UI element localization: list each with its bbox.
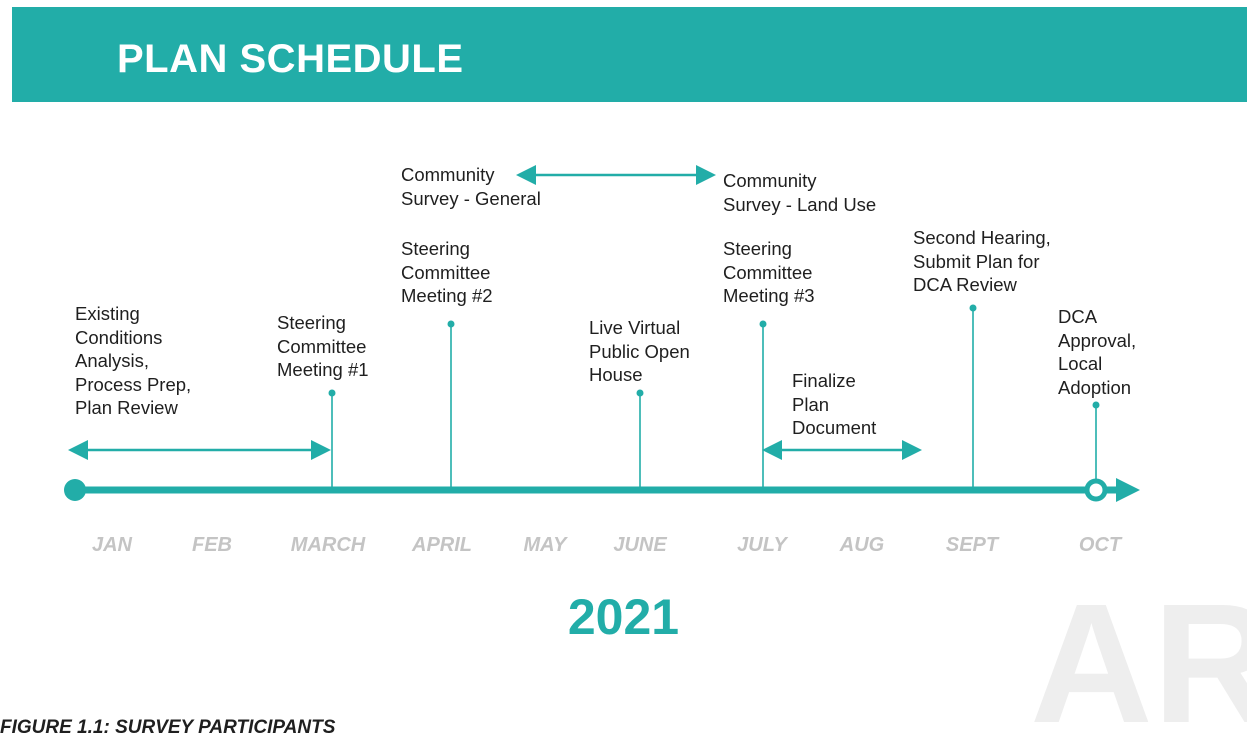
month-label-march: MARCH	[290, 534, 366, 556]
timeline-end-marker	[1084, 478, 1108, 502]
month-label-jan: JAN	[91, 534, 133, 556]
timeline-start-dot	[64, 479, 86, 501]
month-label-aug: AUG	[839, 534, 885, 556]
timeline-arrowhead	[1116, 478, 1140, 502]
milestone-dot-march	[328, 389, 336, 397]
milestone-dot-sept	[969, 304, 977, 312]
header-banner: PLAN SCHEDULE	[12, 7, 1247, 102]
year-label: 2021	[567, 589, 680, 645]
month-label-july: JULY	[737, 534, 787, 556]
milestone-dot-june	[636, 389, 644, 397]
month-label-april: APRIL	[412, 534, 472, 556]
milestone-dot-oct	[1092, 401, 1100, 409]
month-label-june: JUNE	[613, 534, 667, 556]
page-title: PLAN SCHEDULE	[117, 37, 464, 81]
milestone-dot-july	[759, 320, 767, 328]
month-label-oct: OCT	[1078, 534, 1122, 556]
milestone-dot-april	[447, 320, 455, 328]
month-label-feb: FEB	[192, 534, 232, 556]
figure-caption: FIGURE 1.1: SURVEY PARTICIPANTS	[0, 717, 336, 738]
month-label-may: MAY	[523, 534, 567, 556]
month-label-sept: SEPT	[945, 534, 999, 556]
arc-watermark-logo: ARC	[1030, 569, 1247, 727]
